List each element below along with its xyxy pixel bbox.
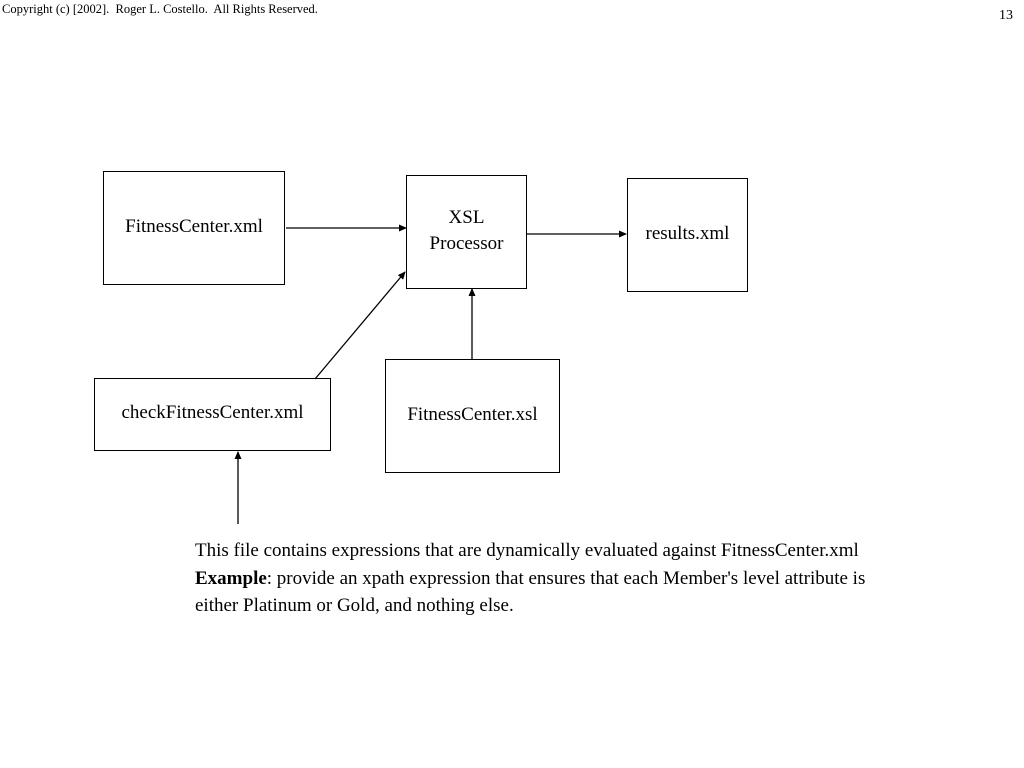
results-xml-label: results.xml bbox=[645, 222, 730, 244]
copyright-text: Copyright (c) [2002]. Roger L. Costello.… bbox=[2, 2, 318, 16]
xsl-processor-label: XSL Processor bbox=[429, 206, 504, 254]
note-line-2: Example: provide an xpath expression tha… bbox=[195, 565, 1015, 593]
check-fitness-center-xml-label: checkFitnessCenter.xml bbox=[121, 401, 304, 423]
explanation-note: This file contains expressions that are … bbox=[195, 537, 1015, 620]
note-line-2-text: : provide an xpath expression that ensur… bbox=[266, 567, 866, 589]
example-label: Example bbox=[195, 567, 267, 589]
fitness-center-xsl-box: FitnessCenter.xsl bbox=[385, 359, 560, 473]
xsl-processor-box: XSL Processor bbox=[406, 175, 527, 289]
arrow-check-to-processor bbox=[314, 271, 406, 380]
fitness-center-xml-box: FitnessCenter.xml bbox=[103, 171, 285, 285]
page-number: 13 bbox=[999, 8, 1013, 23]
fitness-center-xml-label: FitnessCenter.xml bbox=[125, 216, 263, 237]
fitness-center-xsl-label: FitnessCenter.xsl bbox=[407, 403, 538, 425]
check-fitness-center-xml-box: checkFitnessCenter.xml bbox=[94, 378, 331, 451]
note-line-1: This file contains expressions that are … bbox=[195, 540, 859, 561]
results-xml-box: results.xml bbox=[627, 178, 748, 292]
note-line-3: either Platinum or Gold, and nothing els… bbox=[195, 595, 514, 616]
